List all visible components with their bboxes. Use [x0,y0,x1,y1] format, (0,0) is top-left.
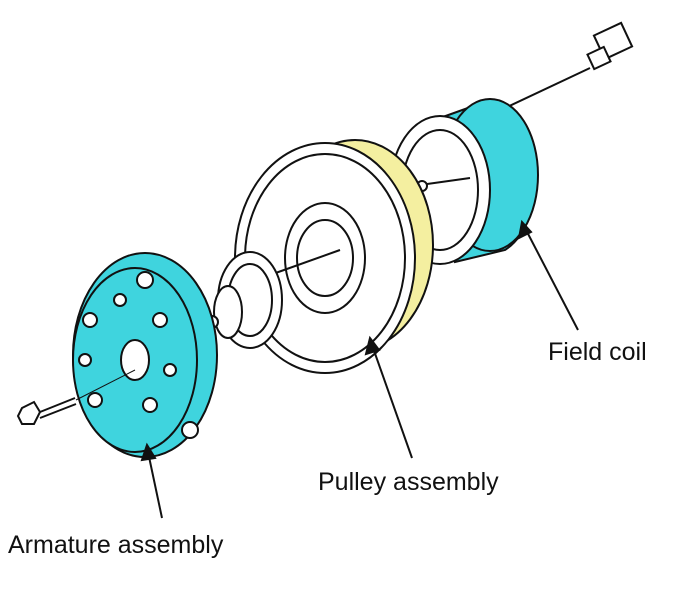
armature [72,252,218,458]
bolt [16,369,136,425]
connector [504,21,634,109]
label-pulley-assembly: Pulley assembly [318,468,499,496]
label-armature-assembly: Armature assembly [8,531,224,559]
leader-arrows [140,219,579,519]
snap-ring [205,251,283,349]
label-field-coil: Field coil [548,338,647,366]
